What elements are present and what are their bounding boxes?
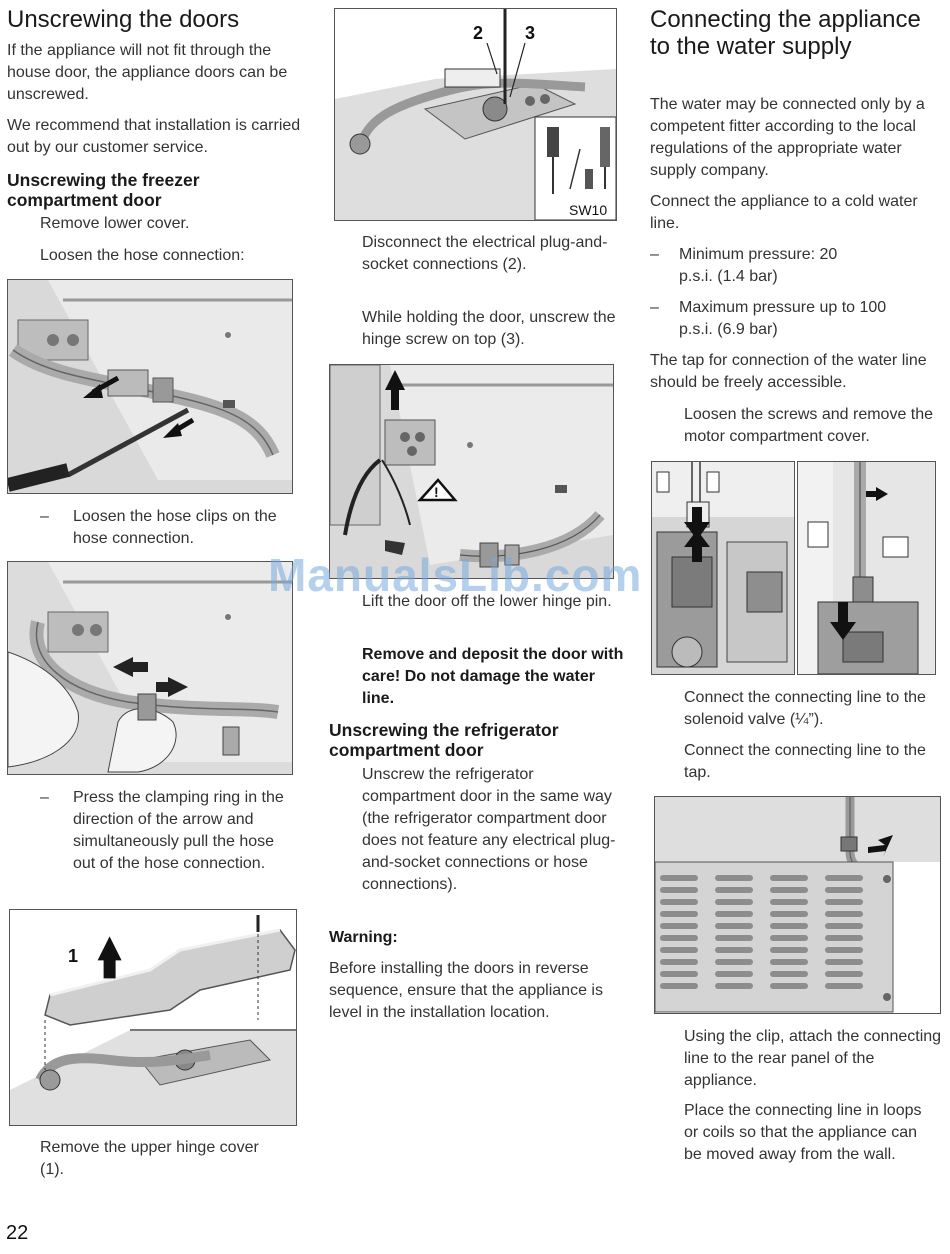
warning-heading: Warning:: [329, 929, 398, 946]
figure-upper-hinge-cover: 1: [9, 909, 297, 1126]
paragraph-tap-access: The tap for connection of the water line…: [650, 352, 927, 391]
step-disconnect-plug: Disconnect the electrical plug-and-socke…: [362, 234, 608, 273]
warning-triangle-icon: !: [434, 484, 439, 500]
subtitle-freezer-door: Unscrewing the freezer compartment door: [7, 170, 200, 210]
list-item-press-clamping-ring: – Press the clamping ring in the directi…: [40, 787, 295, 875]
tap-connection-illustration: [798, 462, 935, 674]
dash-bullet: –: [650, 299, 659, 316]
clamping-ring-illustration: [8, 562, 292, 774]
rear-panel-illustration: [655, 797, 940, 1013]
step-connect-tap: Connect the connecting line to the tap.: [684, 742, 926, 781]
figure-callout-3: 3: [525, 23, 535, 43]
step-unscrew-hinge: While holding the door, unscrew the hing…: [362, 309, 616, 348]
hose-connection-illustration: [8, 280, 292, 493]
list-item-text: Minimum pressure: 20 p.s.i. (1.4 bar): [679, 246, 838, 285]
paragraph-intro-1: If the appliance will not fit through th…: [7, 42, 288, 103]
step-attach-clip: Using the clip, attach the connecting li…: [684, 1028, 942, 1089]
hinge-screw-illustration: 2 3 SW10: [335, 9, 616, 220]
list-item-min-pressure: – Minimum pressure: 20 p.s.i. (1.4 bar): [650, 244, 890, 288]
paragraph-intro-2: We recommend that installation is carrie…: [7, 117, 301, 156]
step-lift-door: Lift the door off the lower hinge pin.: [362, 593, 612, 610]
figure-solenoid-valve: [651, 461, 795, 675]
solenoid-valve-illustration: [652, 462, 794, 674]
dash-bullet: –: [40, 789, 49, 806]
page-number: 22: [6, 1222, 29, 1244]
lift-door-illustration: !: [330, 365, 613, 578]
step-remove-motor-cover: Loosen the screws and remove the motor c…: [684, 406, 934, 445]
step-loosen-hose: Loosen the hose connection:: [40, 247, 245, 264]
ventilation-grille: [660, 875, 863, 989]
list-item-text: Loosen the hose clips on the hose connec…: [73, 508, 277, 547]
list-item-text: Maximum pressure up to 100 p.s.i. (6.9 b…: [679, 299, 887, 338]
list-item-max-pressure: – Maximum pressure up to 100 p.s.i. (6.9…: [650, 297, 910, 341]
step-unscrew-refrigerator-door: Unscrew the refrigerator compartment doo…: [362, 766, 616, 893]
step-remove-upper-hinge-cover: Remove the upper hinge cover (1).: [40, 1139, 259, 1178]
dash-bullet: –: [40, 508, 49, 525]
figure-lift-door: !: [329, 364, 614, 579]
section-title-water-supply: Connecting the appliance to the water su…: [650, 6, 921, 60]
subtitle-refrigerator-door: Unscrewing the refrigerator compartment …: [329, 720, 559, 760]
step-connect-solenoid: Connect the connecting line to the solen…: [684, 689, 926, 728]
figure-clamping-ring: [7, 561, 293, 775]
figure-tap-connection: [797, 461, 936, 675]
step-remove-lower-cover: Remove lower cover.: [40, 215, 190, 232]
watermark: ManualsLib.com: [268, 549, 643, 601]
paragraph-water-intro-1: The water may be connected only by a com…: [650, 96, 925, 179]
figure-callout-1: 1: [68, 946, 78, 966]
figure-callout-2: 2: [473, 23, 483, 43]
list-item-loosen-clips: – Loosen the hose clips on the hose conn…: [40, 506, 290, 550]
caution-remove-door: Remove and deposit the door with care! D…: [362, 646, 624, 707]
figure-rear-panel-clip: [654, 796, 941, 1014]
paragraph-water-intro-2: Connect the appliance to a cold water li…: [650, 193, 918, 232]
warning-text: Before installing the doors in reverse s…: [329, 960, 603, 1021]
section-title-unscrewing-doors: Unscrewing the doors: [7, 6, 240, 33]
dash-bullet: –: [650, 246, 659, 263]
upper-hinge-cover-illustration: 1: [10, 910, 296, 1125]
figure-hose-connection: [7, 279, 293, 494]
step-place-loops: Place the connecting line in loops or co…: [684, 1102, 922, 1163]
tool-size-label: SW10: [569, 202, 607, 218]
list-item-text: Press the clamping ring in the direction…: [73, 789, 284, 872]
figure-hinge-screw: 2 3 SW10: [334, 8, 617, 221]
